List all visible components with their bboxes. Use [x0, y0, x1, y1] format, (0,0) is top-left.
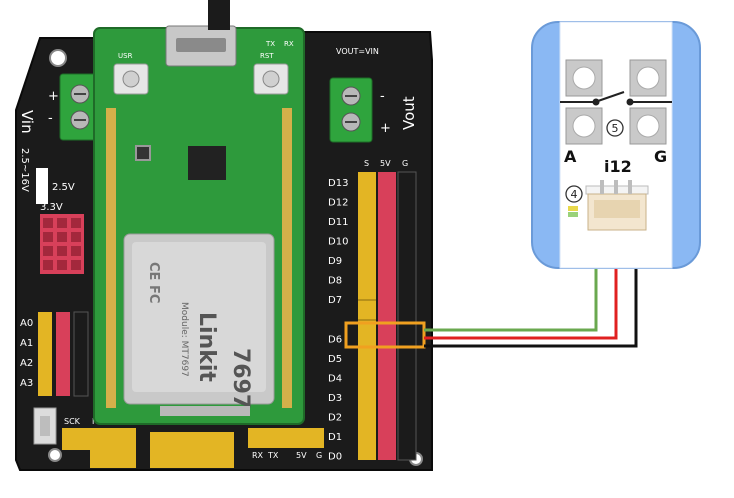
usb-chip [188, 146, 226, 180]
bottom-header-i2c [150, 432, 234, 468]
bottom-pin-label: G [316, 451, 322, 460]
digital-pin-label: D10 [328, 237, 348, 248]
header-g-label: G [402, 159, 408, 168]
usr-label: USR [118, 52, 133, 60]
digital-pin-label: D8 [328, 276, 342, 287]
voltage-selector [36, 168, 48, 204]
bottom-pin-label: 5V [296, 451, 307, 460]
label-a: A [564, 147, 577, 166]
bottom-pin-label: SDA [180, 473, 197, 482]
badge-4-text: 4 [571, 188, 578, 201]
port-label: i12 [604, 157, 632, 176]
analog-header [38, 311, 89, 397]
bottom-pin-label: RX [252, 451, 264, 460]
vout-plus-label: + [380, 121, 391, 136]
v33-label: 3.3V [40, 202, 63, 213]
indicator-led [568, 206, 578, 211]
module-model: 7697 [228, 348, 253, 409]
vin-minus-label: - [48, 111, 53, 126]
vin-range-label: 2.5~16V [19, 148, 30, 192]
analog-pin-label: A2 [20, 358, 33, 369]
mt7697-module [123, 233, 275, 405]
vout-top-label: VOUT=VIN [336, 47, 379, 56]
digital-pin-label: D2 [328, 413, 342, 424]
digital-pin-label: D9 [328, 256, 342, 267]
bottom-pin-label: 5V [208, 473, 219, 482]
d6-highlight-box [344, 321, 426, 349]
mounting-hole [49, 49, 67, 67]
left-power-header [40, 214, 84, 274]
module-brand: Linkit [194, 312, 219, 382]
badge-4 [565, 185, 583, 203]
tx-label: TX [265, 40, 275, 48]
v25-label: 2.5V [52, 182, 75, 193]
rx-label: RX [284, 40, 294, 48]
linkit-board: USR RST TX RX Linkit 7697 Module: MT7697… [93, 0, 305, 425]
badge-5-text: 5 [612, 122, 619, 135]
vin-label: Vin [18, 110, 36, 134]
digital-pin-label: D11 [328, 217, 348, 228]
ce-mark: CE FC [146, 262, 161, 303]
top-switch [208, 0, 230, 30]
digital-pin-label: D4 [328, 374, 342, 385]
digital-pin-label: D0 [328, 452, 342, 463]
badge-5 [606, 119, 624, 137]
vout-minus-label: - [380, 89, 385, 104]
mounting-hole [48, 448, 62, 462]
header-5v-label: 5V [380, 159, 391, 168]
rst-label: RST [260, 52, 274, 60]
digital-pin-label: D13 [328, 178, 348, 189]
digital-pin-label: D3 [328, 393, 342, 404]
digital-header [358, 171, 417, 461]
digital-pin-label: D6 [328, 335, 342, 346]
bottom-pin-label: SCL [152, 473, 168, 482]
module-name: Module: MT7697 [179, 302, 189, 377]
digital-pin-label: D7 [328, 295, 342, 306]
antenna [160, 406, 250, 416]
vout-terminal-block [329, 77, 373, 143]
switch-module: 5 A G i12 4 [531, 21, 701, 269]
vin-plus-label: + [48, 89, 59, 104]
header-s-label: S [364, 159, 369, 168]
analog-pin-label: A3 [20, 378, 33, 389]
jst-connector [585, 180, 649, 231]
digital-pin-label: D5 [328, 354, 342, 365]
bottom-pin-label: TX [267, 451, 279, 460]
analog-pin-label: A1 [20, 338, 33, 349]
analog-pin-label: A0 [20, 318, 33, 329]
bottom-header-spi [62, 428, 136, 468]
digital-pin-label: D1 [328, 432, 342, 443]
label-g: G [654, 147, 667, 166]
switch-pads [565, 59, 667, 145]
vout-label: Vout [400, 96, 418, 130]
bottom-pin-label: SCK [64, 417, 81, 426]
bottom-header-uart [248, 428, 324, 448]
switch-symbol [560, 91, 672, 106]
digital-pin-label: D12 [328, 198, 348, 209]
